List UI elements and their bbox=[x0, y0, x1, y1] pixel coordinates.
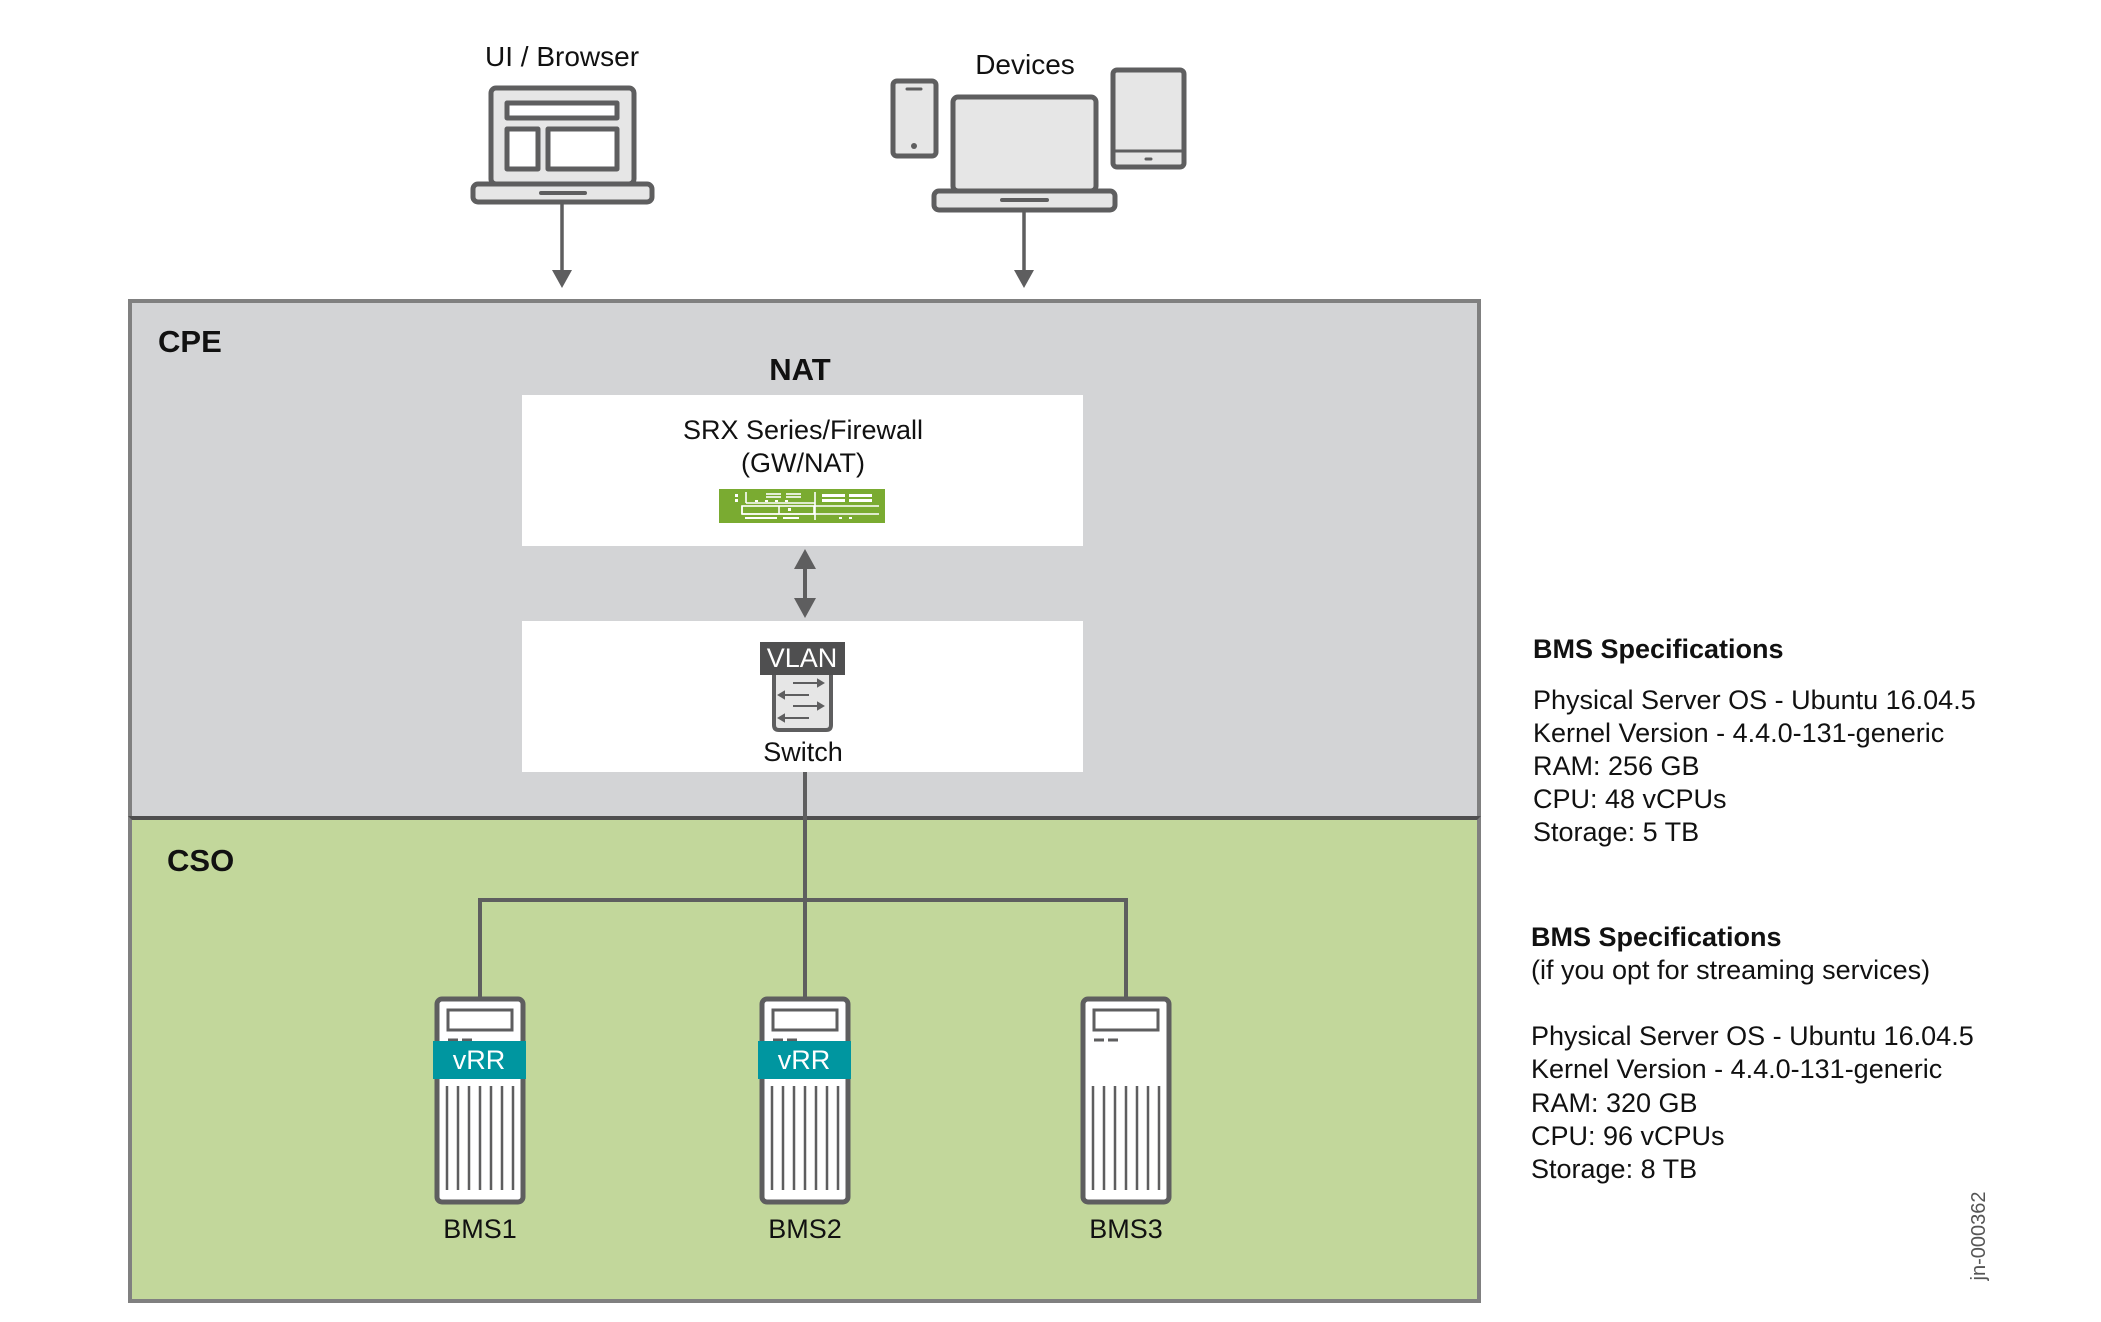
spec-title: BMS Specifications bbox=[1533, 634, 1784, 664]
phone-icon bbox=[890, 78, 939, 159]
spec-line: Storage: 8 TB bbox=[1531, 1154, 1698, 1184]
vrr-badge bbox=[758, 1041, 851, 1079]
vrr-badge-label: vRR bbox=[452, 1045, 506, 1075]
server-icon[interactable] bbox=[759, 996, 851, 1206]
vrr-badge-label: vRR bbox=[777, 1045, 831, 1075]
server-icon[interactable] bbox=[1080, 996, 1172, 1206]
laptop-browser-icon bbox=[470, 85, 655, 288]
spec-line: Kernel Version - 4.4.0-131-generic bbox=[1531, 1054, 1943, 1084]
spec-title: BMS Specifications bbox=[1531, 922, 1782, 952]
spec-line: Physical Server OS - Ubuntu 16.04.5 bbox=[1533, 685, 1976, 715]
spec-line: Storage: 5 TB bbox=[1533, 817, 1700, 847]
tablet-icon bbox=[1110, 67, 1187, 170]
devices-icon-group bbox=[890, 67, 1187, 288]
spec-line: Physical Server OS - Ubuntu 16.04.5 bbox=[1531, 1021, 1974, 1051]
figure-id: jn-000362 bbox=[1968, 1191, 1990, 1281]
vrr-badge bbox=[433, 1041, 526, 1079]
spec-line: CPU: 48 vCPUs bbox=[1533, 784, 1727, 814]
spec-subtitle: (if you opt for streaming services) bbox=[1531, 955, 1931, 985]
bidirectional-arrow bbox=[794, 549, 816, 618]
cso-title: CSO bbox=[167, 843, 235, 878]
vlan-badge-label: VLAN bbox=[766, 643, 838, 673]
vlan-badge bbox=[760, 642, 845, 675]
switch-label: Switch bbox=[763, 737, 843, 767]
firewall-label-line2: (GW/NAT) bbox=[741, 448, 865, 478]
server-label: BMS1 bbox=[443, 1214, 517, 1244]
browser-label: UI / Browser bbox=[484, 41, 640, 72]
spec-line: RAM: 256 GB bbox=[1533, 751, 1700, 781]
spec-line: Kernel Version - 4.4.0-131-generic bbox=[1533, 718, 1945, 748]
spec-line: CPU: 96 vCPUs bbox=[1531, 1121, 1725, 1151]
firewall-device-icon bbox=[719, 489, 885, 523]
spec-line: RAM: 320 GB bbox=[1531, 1088, 1698, 1118]
cpe-title: CPE bbox=[158, 324, 222, 359]
server-label: BMS2 bbox=[768, 1214, 842, 1244]
firewall-label-line1: SRX Series/Firewall bbox=[682, 415, 924, 445]
server-label: BMS3 bbox=[1089, 1214, 1163, 1244]
switch-icon bbox=[772, 675, 833, 732]
nat-title: NAT bbox=[769, 352, 831, 387]
server-icon[interactable] bbox=[434, 996, 526, 1206]
devices-label: Devices bbox=[975, 49, 1075, 80]
